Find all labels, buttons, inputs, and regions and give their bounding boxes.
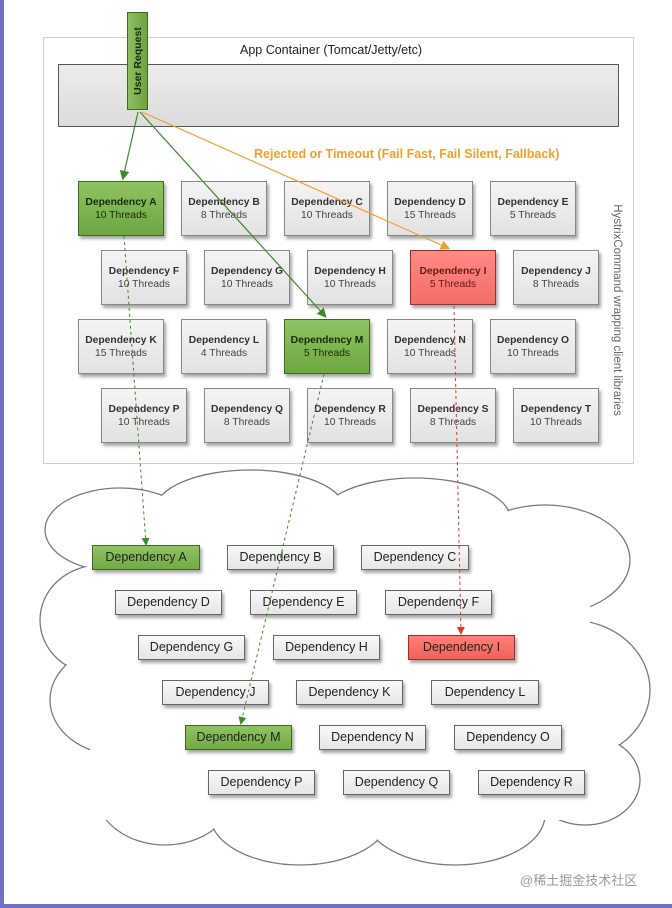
dependency-name: Dependency O (496, 334, 570, 346)
dependency-name: Dependency S (417, 403, 489, 415)
dependency-name: Dependency J (521, 265, 591, 277)
bottom-edge-strip (0, 904, 672, 908)
thread-count: 5 Threads (303, 347, 351, 359)
cloud-dependency-m: Dependency M (185, 725, 292, 750)
dependency-name: Dependency A (85, 196, 157, 208)
dependency-name: Dependency F (108, 265, 180, 277)
thread-count: 10 Threads (301, 209, 353, 221)
cloud-dependency-k: Dependency K (296, 680, 403, 705)
cloud-dependency-a: Dependency A (92, 545, 200, 570)
dependency-name: Dependency P (108, 403, 180, 415)
thread-count: 10 Threads (530, 416, 582, 428)
dependency-name: Dependency D (394, 196, 466, 208)
dependency-name: Dependency H (314, 265, 386, 277)
thread-count: 5 Threads (509, 209, 557, 221)
dependency-name: Dependency M (290, 334, 364, 346)
dependency-name: Dependency G (210, 265, 284, 277)
dependency-name: Dependency E (497, 196, 569, 208)
cloud-dependency-f: Dependency F (385, 590, 492, 615)
left-edge-strip (0, 0, 4, 908)
dependency-name: Dependency K (85, 334, 157, 346)
thread-count: 8 Threads (532, 278, 580, 290)
dependency-name: Dependency C (291, 196, 363, 208)
cloud-dependency-n: Dependency N (319, 725, 426, 750)
thread-count: 15 Threads (95, 347, 147, 359)
dependency-name: Dependency T (520, 403, 592, 415)
dependency-name: Dependency Q (210, 403, 284, 415)
dependency-name: Dependency R (314, 403, 386, 415)
dependency-name: Dependency B (188, 196, 260, 208)
cloud-dependency-c: Dependency C (361, 545, 469, 570)
thread-count: 5 Threads (429, 278, 477, 290)
cloud-dependency-h: Dependency H (273, 635, 380, 660)
user-request-box: User Request (127, 12, 148, 110)
thread-count: 10 Threads (324, 278, 376, 290)
hystrix-side-label: HystrixCommand wrapping client libraries (611, 204, 623, 416)
thread-count: 10 Threads (324, 416, 376, 428)
cloud-dependency-j: Dependency J (162, 680, 269, 705)
thread-count: 10 Threads (118, 278, 170, 290)
container-title: App Container (Tomcat/Jetty/etc) (239, 43, 423, 57)
thread-count: 10 Threads (507, 347, 559, 359)
thread-count: 8 Threads (429, 416, 477, 428)
cloud-dependency-i: Dependency I (408, 635, 515, 660)
thread-count: 8 Threads (200, 209, 248, 221)
thread-count: 10 Threads (404, 347, 456, 359)
thread-count: 4 Threads (200, 347, 248, 359)
dependency-name: Dependency L (188, 334, 260, 346)
thread-count: 10 Threads (95, 209, 147, 221)
cloud-dependency-g: Dependency G (138, 635, 245, 660)
thread-count: 15 Threads (404, 209, 456, 221)
cloud-dependency-l: Dependency L (431, 680, 539, 705)
cloud-dependency-d: Dependency D (115, 590, 222, 615)
rejected-label: Rejected or Timeout (Fail Fast, Fail Sil… (254, 147, 560, 161)
thread-count: 10 Threads (221, 278, 273, 290)
thread-count: 10 Threads (118, 416, 170, 428)
cloud-dependency-r: Dependency R (478, 770, 585, 795)
cloud-dependency-p: Dependency P (208, 770, 315, 795)
dependency-name: Dependency I (419, 265, 487, 277)
dependency-name: Dependency N (394, 334, 466, 346)
cloud-dependency-e: Dependency E (250, 590, 357, 615)
cloud-dependency-o: Dependency O (454, 725, 562, 750)
cloud-dependency-b: Dependency B (227, 545, 334, 570)
cloud-dependency-q: Dependency Q (343, 770, 450, 795)
watermark: @稀土掘金技术社区 (520, 873, 638, 888)
thread-count: 8 Threads (223, 416, 271, 428)
